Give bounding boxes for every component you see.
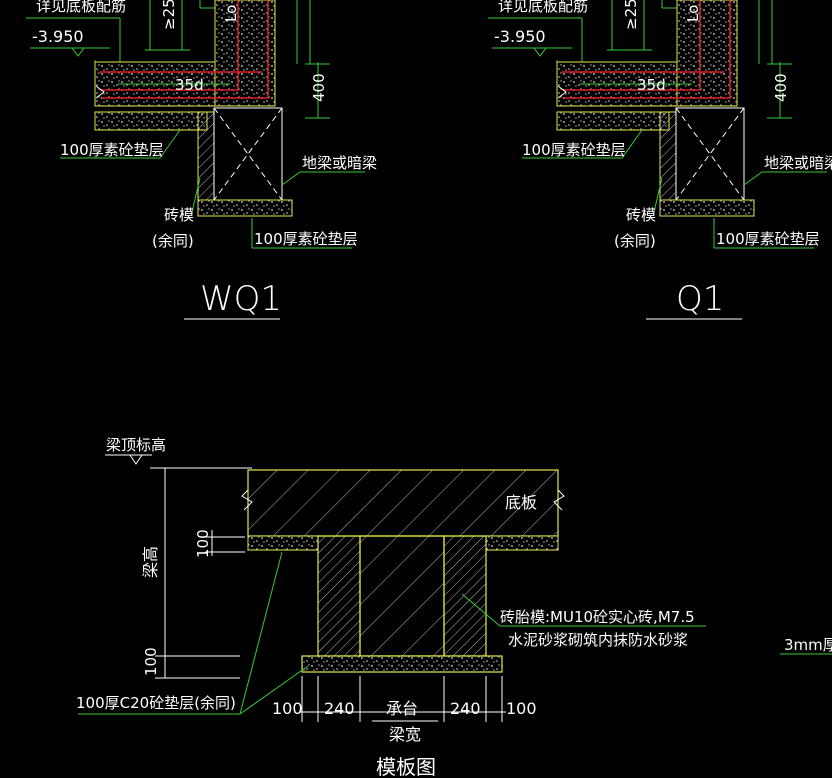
q1-lap-35d: 35d [637, 76, 666, 94]
wq1-brick-mold: 砖模 [164, 206, 194, 224]
dim-bottom-100-left: 100 [272, 699, 303, 718]
detail-wq1 [26, 0, 365, 320]
q1-ground-beam: 地梁或暗梁 [764, 154, 832, 172]
dim-100-top: 100 [194, 529, 212, 558]
q1-bedding-left: 100厚素砼垫层 [522, 141, 626, 159]
wq1-bedding-bottom: 100厚素砼垫层 [254, 230, 358, 248]
beam-top-elevation: 梁顶标高 [106, 436, 166, 454]
q1-dim-400: 400 [772, 73, 790, 102]
wq1-ground-beam: 地梁或暗梁 [302, 154, 377, 172]
dim-bottom-240-left: 240 [324, 699, 355, 718]
wq1-bedding-left: 100厚素砼垫层 [60, 141, 164, 159]
wq1-lap-35d: 35d [175, 76, 204, 94]
edge-note: 3mm厚钢 [784, 636, 832, 654]
dim-bottom-240-right: 240 [450, 699, 481, 718]
q1-elevation: -3.950 [494, 27, 546, 46]
q1-dim-250: ≥250 [622, 0, 640, 30]
q1-rebar-note: 详见底板配筋 [498, 0, 588, 15]
detail-formwork [78, 454, 832, 722]
wq1-elevation: -3.950 [32, 27, 84, 46]
wq1-dim-250: ≥250 [160, 0, 178, 30]
slab-label: 底板 [505, 493, 537, 512]
q1-bedding-bottom: 100厚素砼垫层 [716, 230, 820, 248]
wq1-same-note: (余同) [152, 232, 194, 250]
q1-same-note: (余同) [614, 232, 656, 250]
detail-q1 [488, 0, 827, 320]
beam-height-label: 梁高 [141, 546, 160, 578]
dim-100-bottom: 100 [142, 647, 160, 676]
q1-brick-mold: 砖模 [626, 206, 656, 224]
beam-width-label: 梁宽 [389, 725, 421, 744]
c20-bedding-label: 100厚C20砼垫层(余同) [76, 694, 236, 712]
wq1-anchor-lo: Lo [222, 5, 240, 22]
q1-title: Q1 [676, 279, 724, 319]
dim-bottom-100-right: 100 [506, 699, 537, 718]
brick-tire-line1: 砖胎模:MU10砼实心砖,M7.5 [500, 608, 695, 626]
q1-anchor-lo: Lo [684, 5, 702, 22]
dim-bottom-cap: 承台 [386, 699, 418, 718]
formwork-title: 模板图 [376, 755, 436, 778]
wq1-title: WQ1 [200, 279, 282, 319]
brick-tire-line2: 水泥砂浆砌筑内抹防水砂浆 [508, 631, 688, 649]
wq1-dim-400: 400 [310, 73, 328, 102]
wq1-rebar-note: 详见底板配筋 [36, 0, 126, 15]
